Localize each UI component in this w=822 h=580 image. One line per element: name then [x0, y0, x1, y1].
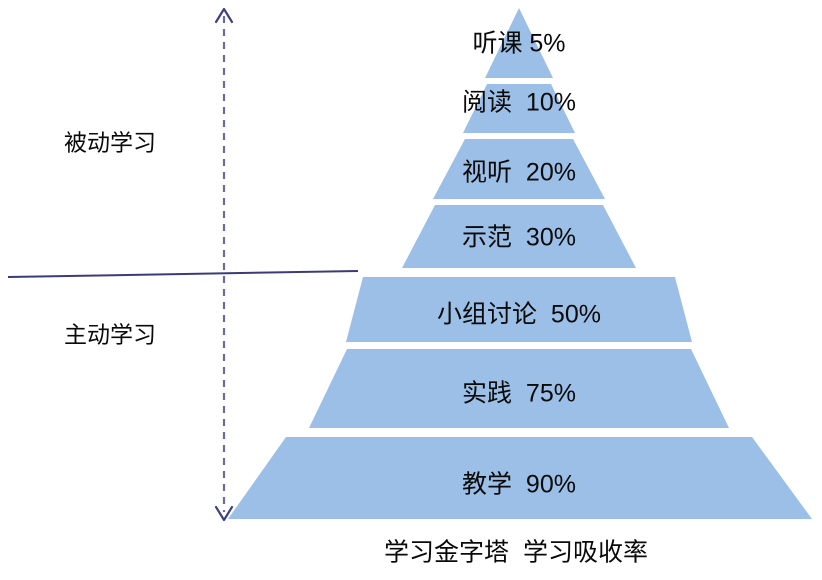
pyramid-tier-3-label: 视听 20% — [462, 158, 576, 187]
pyramid-tier-2-shape — [463, 84, 575, 133]
pyramid-tier-7-shape — [228, 437, 812, 519]
pyramid-tier-1-shape — [485, 8, 553, 78]
pyramid-tier-6-label: 实践 75% — [462, 379, 576, 408]
pyramid-tier-4-label: 示范 30% — [462, 223, 576, 252]
passive-active-divider-line — [7, 270, 359, 278]
side-label-passive-learning: 被动学习 — [64, 129, 156, 156]
diagram-caption: 学习金字塔 学习吸收率 — [384, 538, 648, 567]
pyramid-tier-5-label: 小组讨论 50% — [437, 300, 601, 329]
pyramid-tier-3-shape — [433, 139, 605, 199]
axis-arrowhead-bottom-icon — [214, 505, 234, 522]
pyramid-tier-2-label: 阅读 10% — [462, 88, 576, 117]
pyramid-tier-5-shape — [346, 277, 692, 342]
pyramid-tier-4-shape — [402, 205, 636, 268]
pyramid-tier-1-label: 听课 5% — [472, 29, 566, 58]
pyramid-tier-6-shape — [309, 349, 729, 428]
axis-arrowhead-top-icon — [214, 7, 234, 24]
pyramid-tier-7-label: 教学 90% — [462, 470, 576, 499]
pyramid-tiers — [228, 8, 812, 519]
vertical-axis-arrow — [214, 7, 234, 522]
side-label-active-learning: 主动学习 — [64, 321, 156, 348]
